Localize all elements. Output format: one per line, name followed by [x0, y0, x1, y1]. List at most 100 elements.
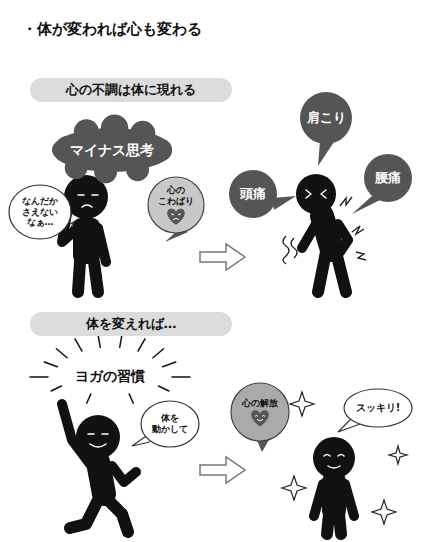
- sunburst-rays: [30, 334, 190, 404]
- shape-part: [65, 156, 88, 179]
- symptom-bubble: 腰痛: [364, 154, 412, 202]
- sparkle-part: [389, 446, 407, 464]
- hollow-arrow: [200, 244, 245, 483]
- person-figure-part: [88, 434, 108, 447]
- person-figure-part: [112, 466, 136, 482]
- sunburst-rays-part: [87, 394, 91, 403]
- node-text: 頭痛: [235, 186, 271, 202]
- person-figure-part: [306, 190, 326, 198]
- person-figure-part: [314, 484, 323, 516]
- heart-badge-outline: [231, 383, 289, 441]
- person-figure-part: [339, 514, 341, 534]
- bubble-shape: [344, 389, 412, 427]
- bubble-shape: [231, 383, 289, 441]
- person-figure-part: [327, 514, 329, 534]
- heart-icon: [167, 209, 185, 225]
- person-figure-part: [336, 252, 346, 292]
- band-shape: [30, 78, 232, 102]
- node-text: なんだか さえない なぁ…: [17, 196, 63, 228]
- speech-bubble: 体を 動かして: [141, 401, 199, 447]
- speech-bubble: スッキリ!: [344, 389, 412, 427]
- sunburst-rays-part: [163, 362, 176, 367]
- sunburst-rays-part: [172, 376, 190, 378]
- section-band: 体を変えれば…: [30, 312, 232, 336]
- pain-mark-part: [356, 252, 366, 260]
- symptom-bubble: 頭痛: [229, 170, 277, 218]
- hollow-arrow-part: [200, 457, 245, 483]
- person-figure-part: [345, 484, 354, 516]
- bubble-shape: [300, 92, 352, 144]
- thought-cloud: マイナス思考: [48, 124, 176, 176]
- sunburst-rays-part: [44, 362, 57, 367]
- node-text: 心の こわばり: [154, 185, 198, 207]
- shape-part: [171, 214, 181, 220]
- sunburst-rays-part: [51, 386, 61, 391]
- node-text: 腰痛: [370, 170, 406, 186]
- section-band: 心の不調は体に現れる: [30, 78, 232, 102]
- symptom-bubble: 肩こり: [300, 92, 352, 144]
- sunburst-rays-part: [75, 339, 82, 351]
- sunburst-rays-part: [153, 349, 164, 358]
- person-figure: [62, 404, 136, 532]
- pain-mark-part: [352, 226, 364, 234]
- bubble-shape: [229, 170, 277, 218]
- sunburst-rays-part: [138, 339, 145, 351]
- person-figure-part: [108, 500, 128, 532]
- sunburst-rays-part: [30, 376, 48, 378]
- person-figure-part: [70, 500, 98, 528]
- bubble-shape: [9, 185, 71, 239]
- person-figure-part: [78, 195, 98, 207]
- person-figure: [62, 175, 108, 292]
- node-text: 体を 動かして: [148, 413, 192, 435]
- node-text: 肩こり: [306, 110, 346, 126]
- shape-part: [126, 158, 149, 181]
- pain-mark-part: [340, 197, 352, 206]
- person-figure: [296, 174, 348, 292]
- person-figure-part: [318, 252, 326, 292]
- person-figure-part: [98, 228, 106, 262]
- speech-bubble: なんだか さえない なぁ…: [9, 185, 71, 239]
- person-figure-part: [302, 224, 316, 248]
- bubble-shape: [364, 154, 412, 202]
- pain-mark: [283, 197, 366, 264]
- node-text: マイナス思考: [57, 142, 167, 159]
- heart-badge: 心の解放: [231, 383, 289, 441]
- sunburst-rays-part: [56, 349, 67, 358]
- person-figure-part: [78, 262, 80, 292]
- band-shape: [30, 312, 232, 336]
- bubble-tail-part: [352, 196, 380, 214]
- bubble-shape: [141, 401, 199, 447]
- shape-part: [74, 119, 99, 144]
- person-figure-part: [324, 455, 344, 469]
- node-text: 体を変えれば…: [36, 316, 226, 332]
- sparkle-part: [372, 500, 396, 524]
- cloud-shape: [52, 114, 172, 183]
- person-figure-part: [62, 404, 90, 464]
- shape-part: [251, 410, 269, 426]
- shape-part: [101, 114, 128, 141]
- node-text: 心の解放: [237, 398, 283, 409]
- person-figure-part: [322, 216, 332, 250]
- person-figure: [313, 437, 355, 534]
- sunburst-rays-part: [129, 394, 133, 403]
- heart-badge: 心の こわばり: [148, 177, 204, 233]
- pain-mark-part: [291, 238, 297, 258]
- sparkle-part: [282, 476, 306, 500]
- caption-label: ヨガの習慣: [72, 368, 148, 386]
- hollow-arrow-part: [200, 244, 245, 270]
- shape-part: [94, 160, 117, 183]
- bubble-tail-part: [318, 141, 334, 166]
- title: ・体が変われば心も変わる: [22, 20, 202, 39]
- person-figure-part: [94, 262, 98, 292]
- heart-icon: [251, 410, 269, 426]
- node-text: 心の不調は体に現れる: [36, 82, 226, 98]
- shape-part: [167, 209, 185, 225]
- person-figure-part: [98, 462, 104, 494]
- bubble-shape: [148, 177, 204, 233]
- shape-part: [255, 415, 265, 421]
- sparkle-part: [290, 392, 314, 416]
- pain-mark-part: [283, 236, 289, 264]
- person-figure-part: [338, 224, 348, 252]
- node-text: スッキリ!: [350, 402, 406, 414]
